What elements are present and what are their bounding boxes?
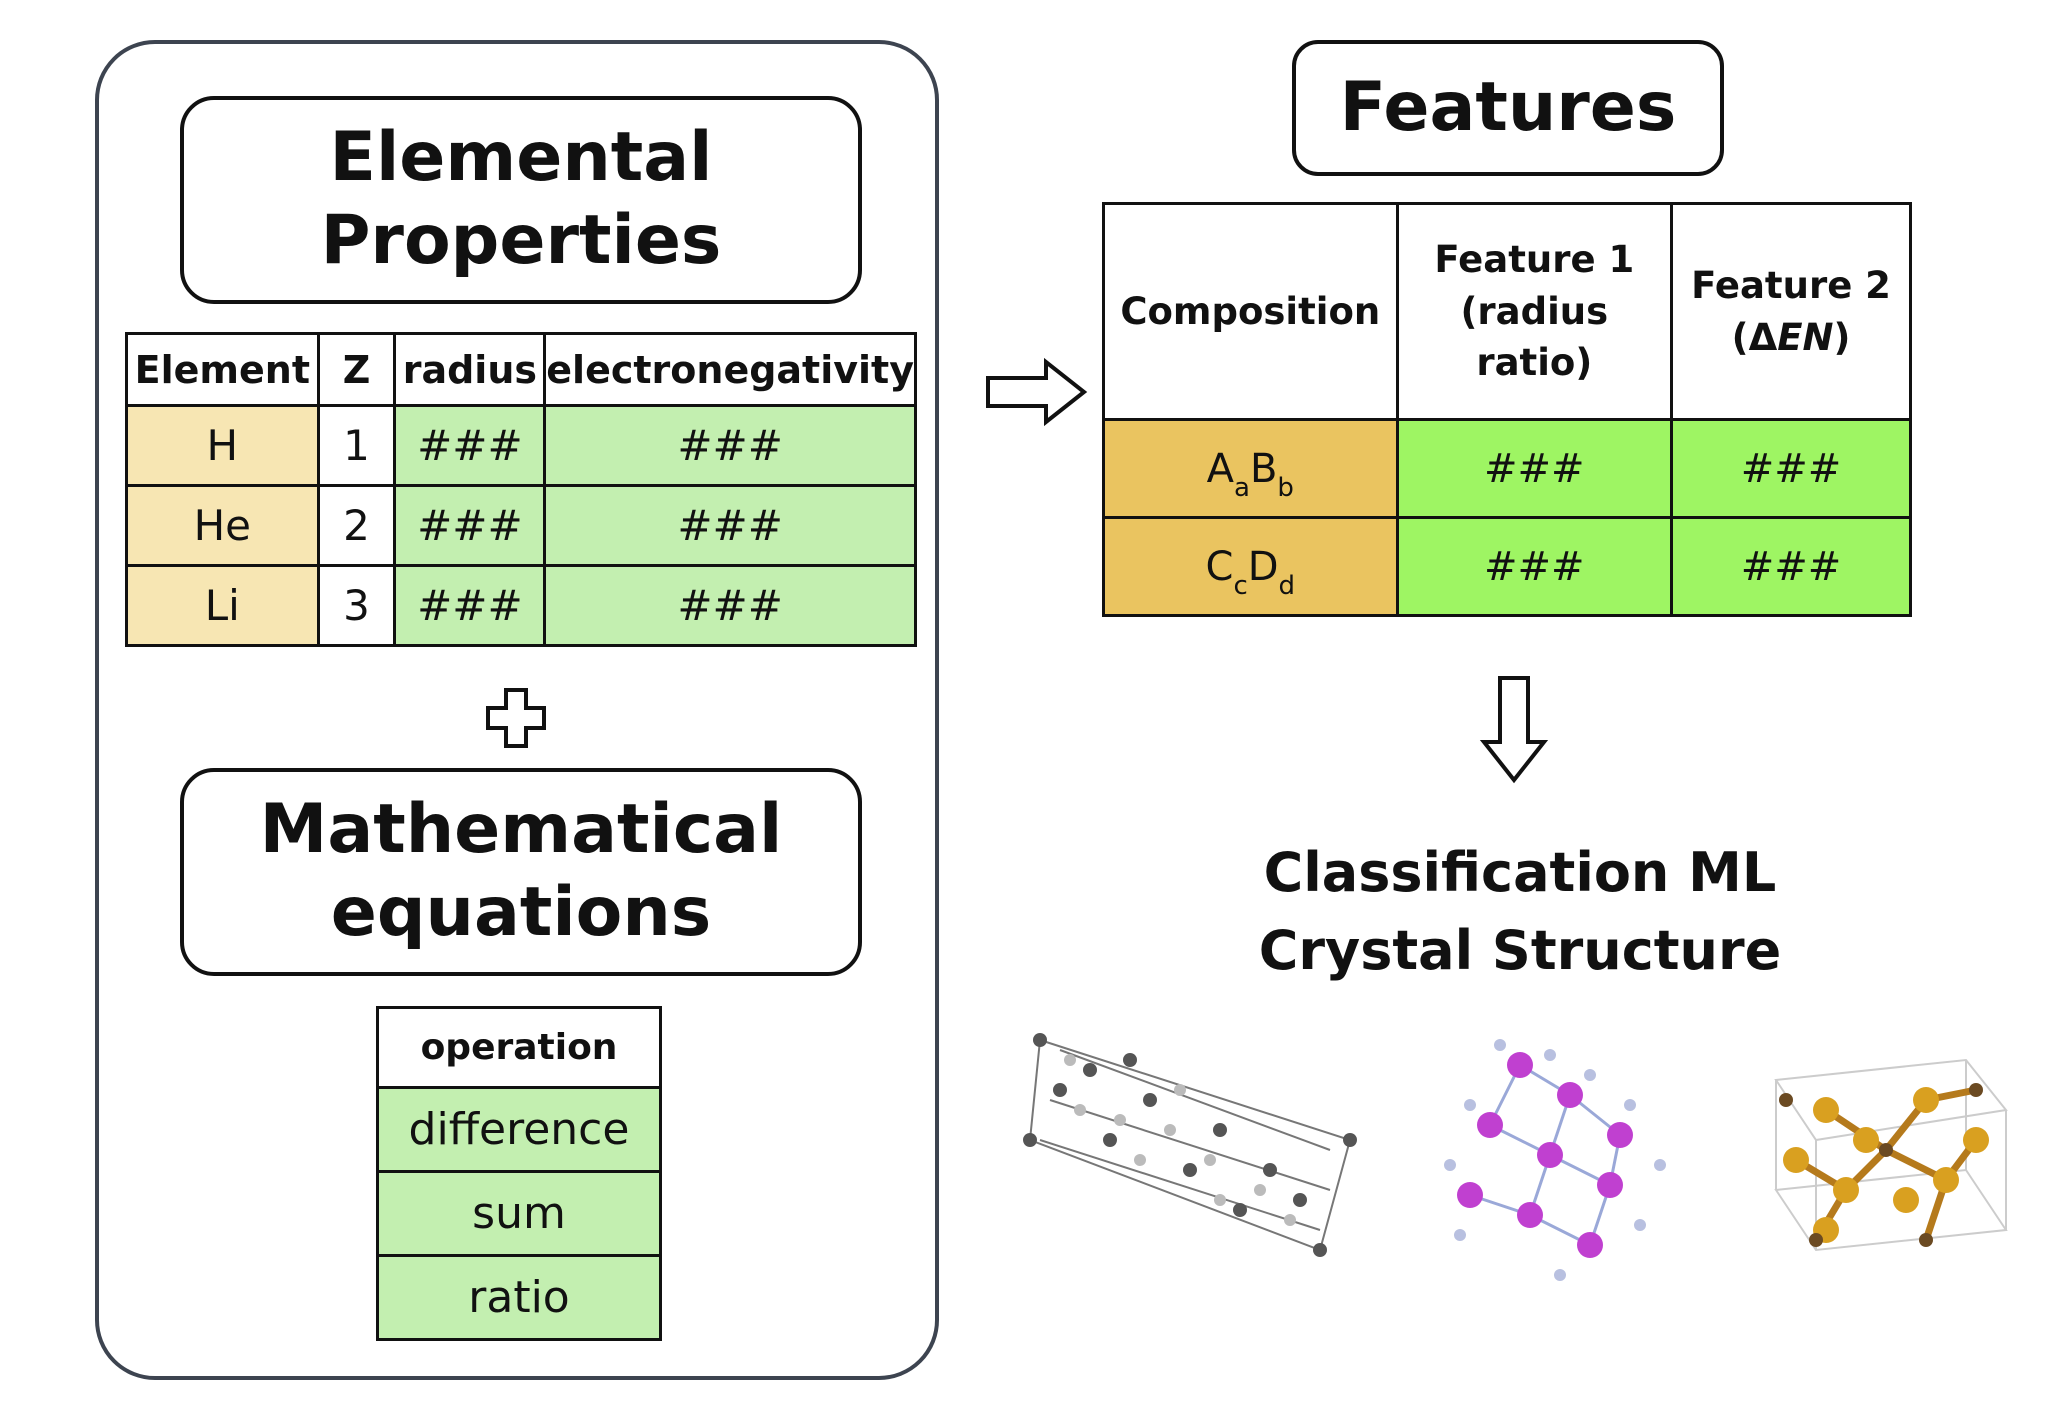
table-row: sum <box>376 1170 662 1257</box>
operation-cell: ratio <box>376 1254 662 1341</box>
feature-2-label: Feature 2 <box>1691 263 1891 307</box>
mathematical-equations-title: Mathematical equations <box>180 768 862 976</box>
subscript: d <box>1278 570 1296 601</box>
feature-1-description: (radius ratio) <box>1460 289 1609 385</box>
table-row: Li 3 ### ### <box>125 564 917 647</box>
operations-table: operation difference sum ratio <box>376 1006 662 1341</box>
subscript: a <box>1234 472 1250 503</box>
operation-cell: difference <box>376 1086 662 1173</box>
table-row: AaBb ### ### <box>1102 418 1912 519</box>
elemental-title-line1: Elemental <box>329 118 713 198</box>
table-row: He 2 ### ### <box>125 484 917 567</box>
radius-cell: ### <box>393 404 547 487</box>
crystal-structure-1-image <box>1023 1033 1357 1257</box>
composition-cell: AaBb <box>1102 418 1399 519</box>
table-row: difference <box>376 1086 662 1173</box>
feature-1-cell: ### <box>1395 418 1674 519</box>
classification-line1: Classification ML <box>1263 841 1777 904</box>
element-symbol: A <box>1206 445 1235 492</box>
header-z: Z <box>316 332 397 407</box>
header-feature-1: Feature 1 (radius ratio) <box>1395 202 1674 421</box>
classification-line2: Crystal Structure <box>1258 919 1782 983</box>
element-cell: Li <box>125 564 320 647</box>
composition-cell: CcDd <box>1102 516 1399 617</box>
header-feature-2: Feature 2 (ΔEN) <box>1670 202 1912 421</box>
element-symbol: B <box>1249 445 1278 492</box>
feature-1-label: Feature 1 <box>1434 237 1635 281</box>
elemental-properties-title: Elemental Properties <box>180 96 862 304</box>
classification-heading: Classification ML Crystal Structure <box>1200 834 1840 991</box>
plus-icon <box>486 688 546 748</box>
feature-2-description: (ΔEN) <box>1732 316 1851 359</box>
features-title: Features <box>1292 40 1724 176</box>
element-symbol: D <box>1247 543 1279 590</box>
feature-1-cell: ### <box>1395 516 1674 617</box>
header-element: Element <box>125 332 320 407</box>
operation-cell: sum <box>376 1170 662 1257</box>
math-title-line2: equations <box>330 873 712 952</box>
en-symbol: EN <box>1777 315 1834 359</box>
arrow-right-icon <box>986 357 1088 427</box>
element-symbol: C <box>1205 543 1234 590</box>
crystal-structure-2-image <box>1444 1039 1666 1281</box>
close-paren: ) <box>1833 315 1851 359</box>
features-table: Composition Feature 1 (radius ratio) Fea… <box>1102 202 1912 617</box>
z-cell: 1 <box>316 404 397 487</box>
feature-2-cell: ### <box>1670 418 1912 519</box>
electronegativity-cell: ### <box>543 404 917 487</box>
electronegativity-cell: ### <box>543 564 917 647</box>
header-composition: Composition <box>1102 202 1399 421</box>
header-operation: operation <box>376 1006 662 1089</box>
crystal-structure-3-image <box>1774 1058 2008 1252</box>
subscript: b <box>1277 472 1294 503</box>
elemental-title-line2: Properties <box>320 201 722 280</box>
elemental-properties-table: Element Z radius electronegativity H 1 #… <box>125 332 917 647</box>
electronegativity-cell: ### <box>543 484 917 567</box>
delta-symbol: Δ <box>1748 315 1778 359</box>
open-paren: ( <box>1731 315 1749 359</box>
feature-2-cell: ### <box>1670 516 1912 617</box>
table-row: H 1 ### ### <box>125 404 917 487</box>
z-cell: 2 <box>316 484 397 567</box>
radius-cell: ### <box>393 564 547 647</box>
subscript: c <box>1233 570 1248 601</box>
input-panel <box>95 40 939 1380</box>
element-cell: H <box>125 404 320 487</box>
header-radius: radius <box>393 332 547 407</box>
math-title-line1: Mathematical <box>259 790 783 870</box>
radius-cell: ### <box>393 484 547 567</box>
header-electronegativity: electronegativity <box>543 332 917 407</box>
z-cell: 3 <box>316 564 397 647</box>
table-row: CcDd ### ### <box>1102 516 1912 617</box>
element-cell: He <box>125 484 320 567</box>
table-row: ratio <box>376 1254 662 1341</box>
arrow-down-icon <box>1479 676 1549 784</box>
